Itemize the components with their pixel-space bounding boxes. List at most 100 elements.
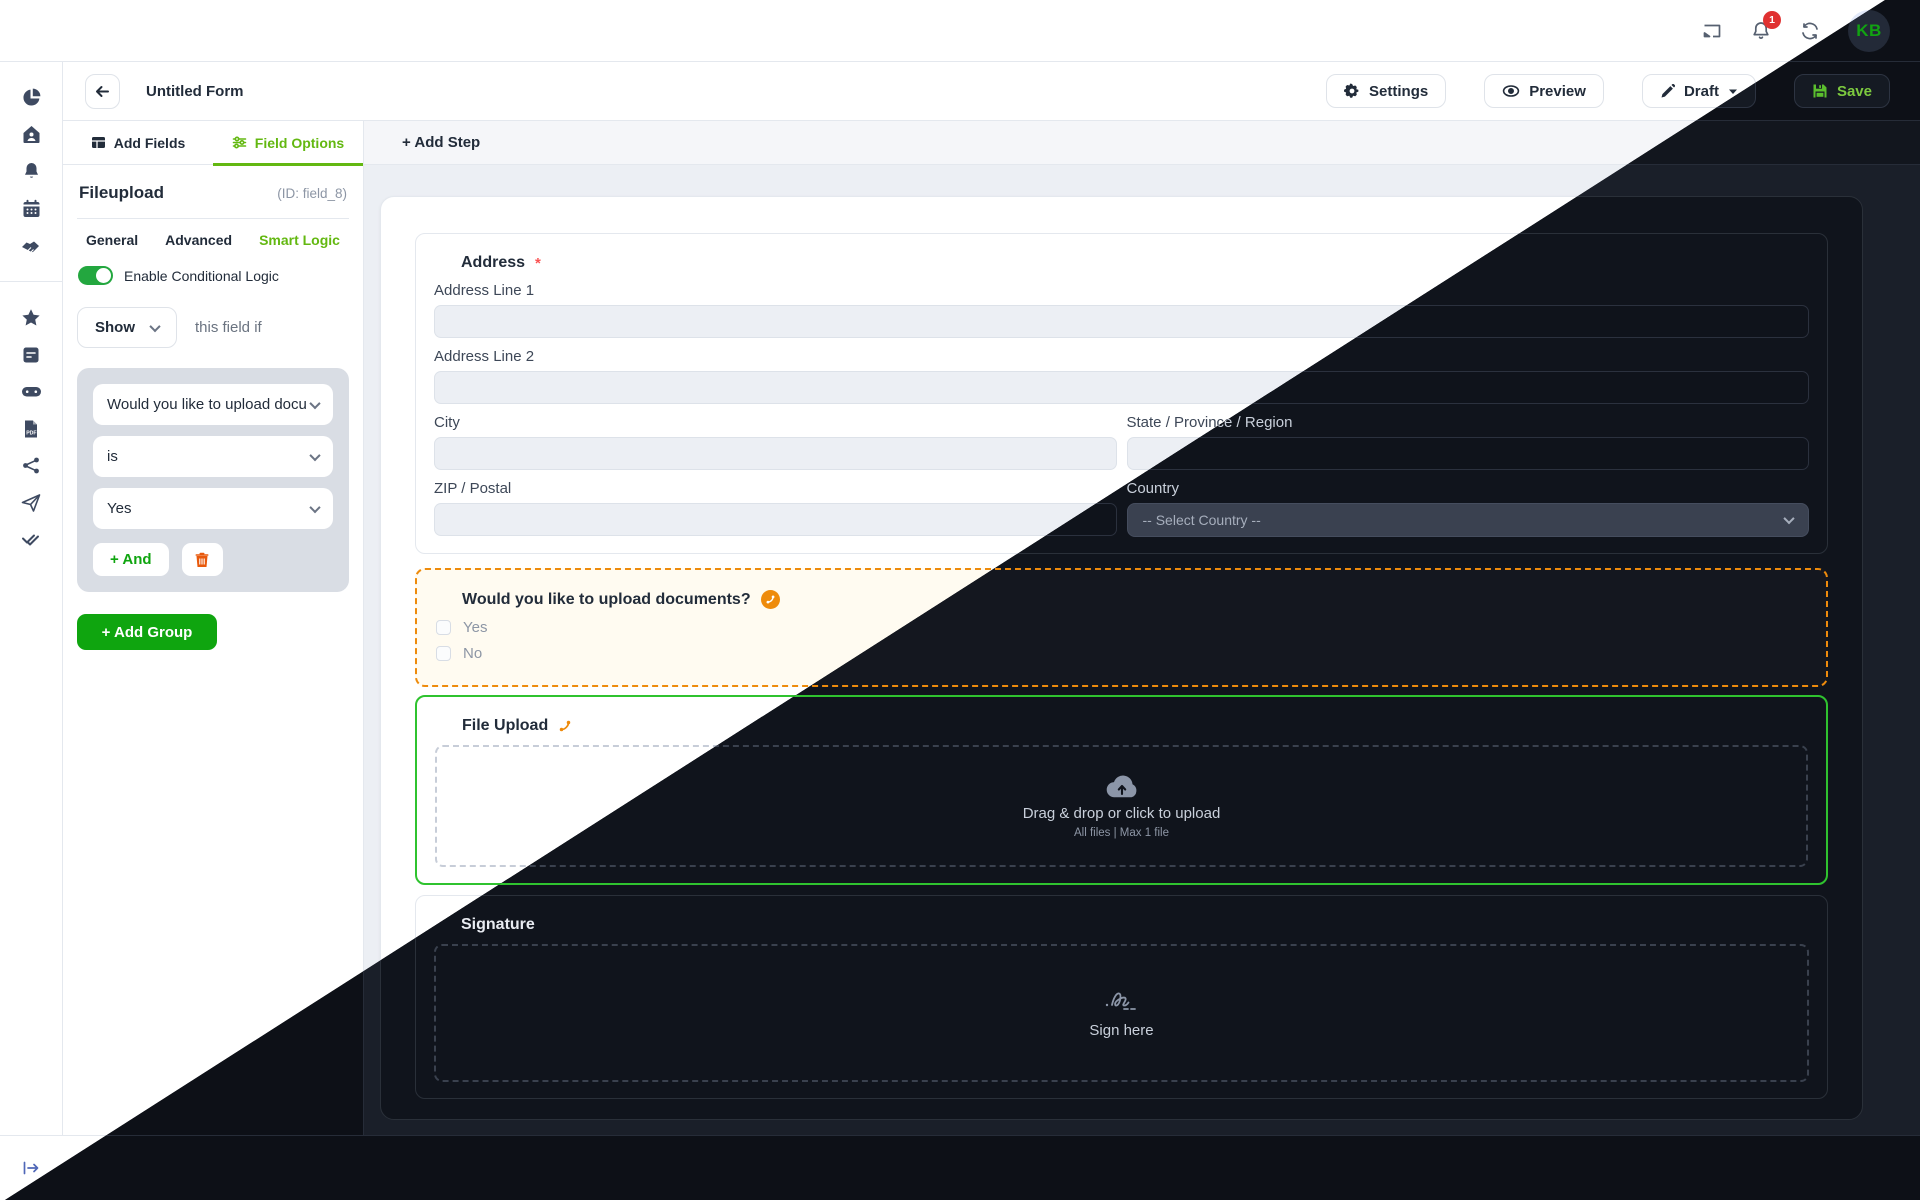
add-fields-label: Add Fields [113, 134, 186, 151]
grid-icon [91, 135, 106, 150]
signature-section[interactable]: Signature Sign here [415, 895, 1828, 1099]
condition-value-select[interactable]: Yes [93, 488, 333, 529]
condition-field-value: Would you like to upload docum [107, 396, 307, 413]
conditional-logic-badge [760, 590, 780, 609]
file-dropzone[interactable]: Drag & drop or click to upload All files… [435, 745, 1808, 867]
zip-label: ZIP / Postal [434, 480, 512, 497]
condition-operator-value: is [107, 448, 118, 465]
bell-icon[interactable] [0, 153, 62, 190]
chevron-down-icon [309, 397, 321, 409]
save-button[interactable]: Save [1793, 74, 1890, 108]
option-row-no[interactable]: No [436, 645, 1808, 662]
condition-field-select[interactable]: Would you like to upload docum [93, 384, 333, 425]
settings-button[interactable]: Settings [1326, 74, 1447, 108]
branch-icon [766, 595, 775, 604]
delete-condition-button[interactable] [181, 543, 223, 576]
preview-button[interactable]: Preview [1484, 74, 1604, 108]
gamepad-icon[interactable] [0, 373, 62, 410]
conditional-logic-label: Enable Conditional Logic [124, 267, 279, 284]
chevron-down-icon [309, 449, 321, 461]
back-button[interactable] [85, 73, 120, 109]
condition-group: Would you like to upload docum is Yes [77, 368, 349, 592]
collapse-sidebar-icon[interactable] [22, 1161, 40, 1175]
condition-operator-select[interactable]: is [93, 436, 333, 477]
sliders-icon [232, 135, 247, 150]
send-plane-icon[interactable] [0, 484, 62, 521]
file-upload-section[interactable]: File Upload Drag & drop or cli [415, 695, 1828, 885]
divider [77, 218, 349, 219]
chevron-down-icon [149, 320, 161, 332]
country-select[interactable]: -- Select Country -- [1126, 503, 1809, 537]
city-label: City [434, 414, 460, 431]
option-row-yes[interactable]: Yes [436, 619, 1808, 636]
footer-bar [4, 1135, 1920, 1200]
gear-icon [1344, 83, 1360, 99]
action-select[interactable]: Show [77, 307, 177, 348]
zip-input[interactable] [434, 503, 1117, 536]
field-options-label: Field Options [254, 134, 345, 151]
yes-option-label: Yes [463, 619, 488, 636]
page-header: Untitled Form Settings Preview Draft [63, 62, 1920, 121]
screen-cast-icon[interactable] [1701, 20, 1723, 42]
required-asterisk: * [535, 254, 541, 272]
upload-question-title: Would you like to upload documents? [462, 590, 751, 608]
dropzone-hint: All files | Max 1 file [1073, 826, 1169, 839]
no-checkbox[interactable] [436, 646, 451, 661]
save-label: Save [1836, 82, 1872, 100]
notification-badge: 1 [1763, 10, 1781, 29]
svg-text:PDF: PDF [26, 430, 36, 436]
conditional-logic-toggle[interactable] [78, 266, 113, 285]
floppy-disk-icon [1812, 83, 1828, 99]
address-line1-label: Address Line 1 [434, 282, 535, 299]
home-icon[interactable] [0, 116, 62, 153]
settings-label: Settings [1369, 82, 1429, 100]
tab-advanced[interactable]: Advanced [165, 232, 233, 248]
no-option-label: No [463, 645, 483, 662]
draft-label: Draft [1683, 82, 1719, 100]
tab-field-options[interactable]: Field Options [213, 121, 363, 166]
notifications-bell-icon[interactable]: 1 [1750, 10, 1781, 42]
pencil-icon [1660, 83, 1675, 99]
preview-label: Preview [1529, 82, 1586, 100]
handshake-icon[interactable] [0, 227, 62, 264]
field-settings-panel: Add Fields Field Options Fileupload (ID:… [63, 121, 364, 1135]
city-input[interactable] [434, 437, 1117, 470]
star-icon[interactable] [0, 299, 62, 336]
signature-scribble-icon [1104, 988, 1140, 1014]
country-label: Country [1126, 480, 1180, 497]
signature-pad[interactable]: Sign here [434, 944, 1809, 1082]
add-and-condition-button[interactable]: + And [93, 543, 169, 576]
address-line2-label: Address Line 2 [434, 348, 535, 365]
dropzone-text: Drag & drop or click to upload [1022, 804, 1221, 822]
tab-smart-logic[interactable]: Smart Logic [259, 232, 340, 248]
add-step-button[interactable]: + Add Step [402, 134, 481, 151]
add-group-button[interactable]: + Add Group [77, 614, 217, 650]
top-bar: 1 KB [0, 0, 1920, 62]
action-suffix-text: this field if [195, 319, 262, 336]
selected-field-id: (ID: field_8) [277, 186, 347, 201]
chevron-down-icon [1783, 512, 1795, 525]
condition-value: Yes [107, 500, 132, 517]
branch-icon [558, 719, 572, 733]
pdf-file-icon[interactable]: PDF [0, 410, 62, 447]
tab-general[interactable]: General [86, 232, 139, 248]
double-check-icon[interactable] [0, 521, 62, 558]
caret-down-icon [1728, 88, 1738, 95]
trash-icon [195, 552, 209, 567]
file-upload-title: File Upload [462, 717, 549, 734]
chevron-down-icon [309, 501, 321, 513]
state-input[interactable] [1126, 437, 1809, 470]
yes-checkbox[interactable] [436, 620, 451, 635]
address-title: Address [461, 254, 526, 271]
dashboard-pie-icon[interactable] [0, 79, 62, 116]
sidebar-divider [0, 281, 62, 282]
forms-icon[interactable] [0, 336, 62, 373]
calendar-icon[interactable] [0, 190, 62, 227]
workflow-share-icon[interactable] [0, 447, 62, 484]
sync-icon[interactable] [1799, 20, 1821, 42]
eye-icon [1502, 82, 1520, 100]
tab-add-fields[interactable]: Add Fields [63, 121, 213, 164]
action-select-value: Show [95, 319, 135, 336]
icon-sidebar: PDF [0, 62, 63, 1135]
selected-field-name: Fileupload [79, 183, 164, 202]
